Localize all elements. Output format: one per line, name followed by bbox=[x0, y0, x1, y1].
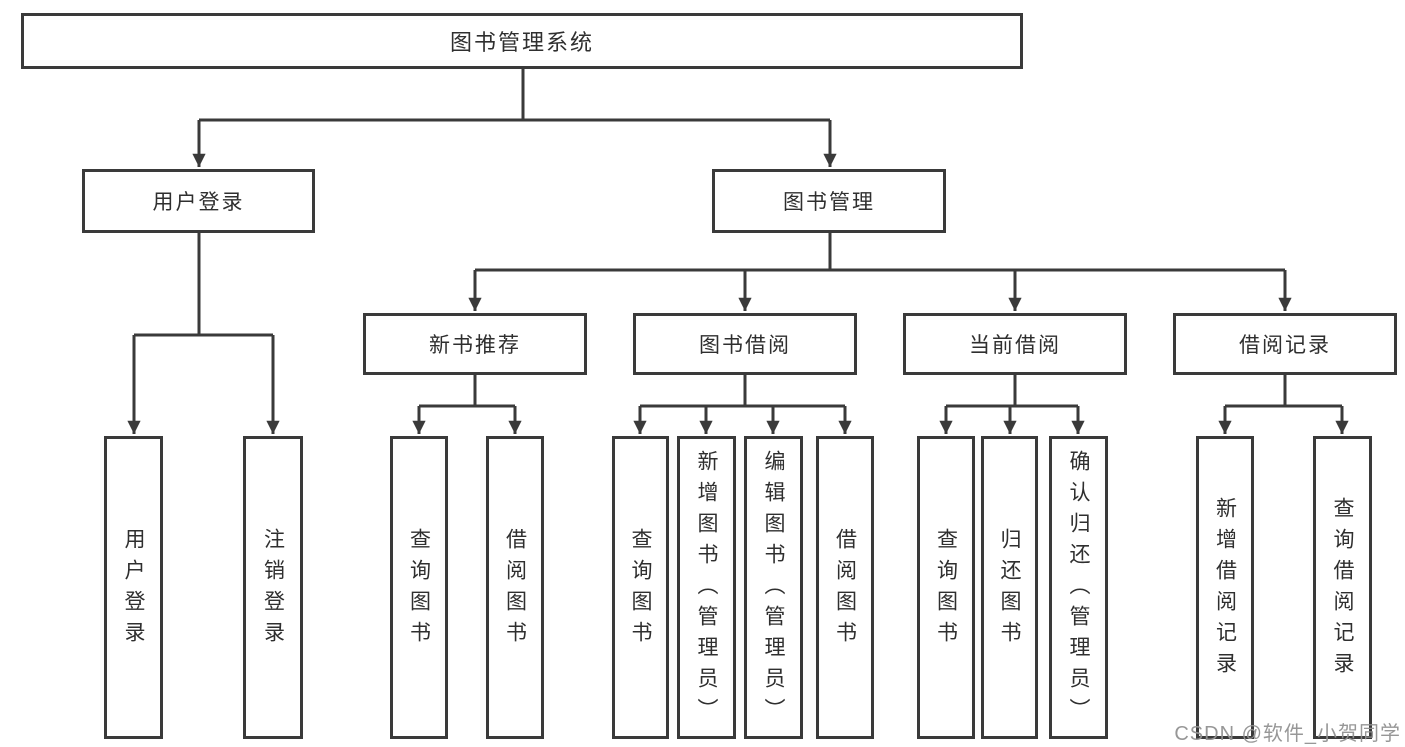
leaf-edit-books-admin: 编辑图书（管理员） bbox=[744, 436, 803, 739]
node-label: 借阅记录 bbox=[1239, 334, 1331, 357]
node-user-login: 用户登录 bbox=[82, 169, 315, 233]
node-new-book-recommendation: 新书推荐 bbox=[363, 313, 587, 375]
leaf-label: 新增图书（管理员） bbox=[695, 450, 718, 729]
leaf-return-books: 归还图书 bbox=[981, 436, 1038, 739]
node-label: 用户登录 bbox=[152, 191, 245, 214]
leaf-label: 查询图书 bbox=[934, 527, 958, 652]
node-label: 图书管理 bbox=[783, 191, 875, 214]
leaf-add-books-admin: 新增图书（管理员） bbox=[677, 436, 736, 739]
node-label: 图书管理系统 bbox=[449, 30, 594, 55]
leaf-borrow-books-recommend: 借阅图书 bbox=[486, 436, 544, 739]
connector-current-borrowing-subtree bbox=[939, 375, 1085, 434]
node-label: 图书借阅 bbox=[699, 334, 791, 357]
connector-user-login-subtree bbox=[127, 233, 280, 434]
connector-new-book-recommendation-subtree bbox=[412, 375, 522, 434]
node-book-management: 图书管理 bbox=[712, 169, 946, 233]
leaf-query-books-current: 查询图书 bbox=[917, 436, 975, 739]
leaf-label: 归还图书 bbox=[998, 527, 1021, 652]
leaf-confirm-return-admin: 确认归还（管理员） bbox=[1049, 436, 1108, 739]
leaf-label: 新增借阅记录 bbox=[1213, 496, 1237, 683]
connector-book-borrowing-subtree bbox=[633, 375, 852, 434]
leaf-query-books-recommend: 查询图书 bbox=[390, 436, 448, 739]
node-label: 当前借阅 bbox=[969, 334, 1061, 357]
leaf-borrow-books-borrowing: 借阅图书 bbox=[816, 436, 874, 739]
leaf-label: 查询图书 bbox=[407, 527, 431, 652]
csdn-watermark: CSDN @软件_小贺同学 bbox=[1174, 723, 1401, 745]
connector-borrowing-records-subtree bbox=[1218, 375, 1349, 434]
leaf-label: 注销登录 bbox=[261, 527, 285, 652]
node-borrowing-records: 借阅记录 bbox=[1173, 313, 1397, 375]
leaf-label: 确认归还（管理员） bbox=[1067, 450, 1090, 729]
leaf-label: 查询借阅记录 bbox=[1331, 496, 1354, 683]
node-book-borrowing: 图书借阅 bbox=[633, 313, 857, 375]
node-current-borrowing: 当前借阅 bbox=[903, 313, 1127, 375]
leaf-query-borrow-record: 查询借阅记录 bbox=[1313, 436, 1372, 739]
leaf-logout: 注销登录 bbox=[243, 436, 303, 739]
leaf-query-books-borrowing: 查询图书 bbox=[612, 436, 669, 739]
connector-root-to-level2 bbox=[192, 69, 837, 167]
leaf-label: 编辑图书（管理员） bbox=[762, 450, 785, 729]
leaf-label: 查询图书 bbox=[629, 527, 652, 652]
leaf-user-login: 用户登录 bbox=[104, 436, 163, 739]
connector-book-management-subtree bbox=[468, 233, 1292, 311]
node-label: 新书推荐 bbox=[429, 334, 521, 357]
leaf-add-borrow-record: 新增借阅记录 bbox=[1196, 436, 1254, 739]
leaf-label: 借阅图书 bbox=[833, 527, 857, 652]
node-library-management-system: 图书管理系统 bbox=[21, 13, 1023, 69]
leaf-label: 借阅图书 bbox=[503, 527, 527, 652]
leaf-label: 用户登录 bbox=[122, 527, 145, 652]
